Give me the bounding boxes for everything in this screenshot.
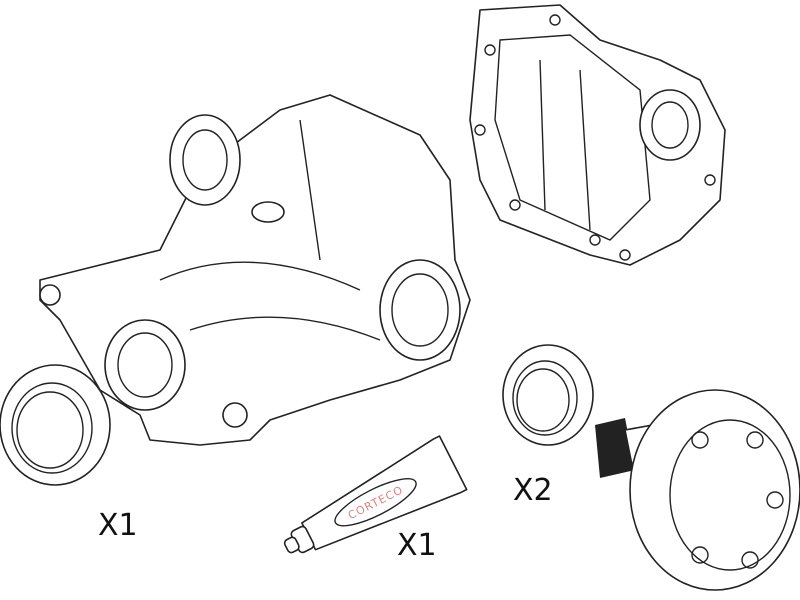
drive-flange [595, 389, 800, 591]
sealant-quantity-label: X1 [397, 528, 437, 563]
differential-cover [469, 4, 726, 266]
sealant-tube: CORTECO [283, 435, 468, 554]
seal-ring-small [502, 344, 594, 446]
seal-ring-large [0, 364, 111, 486]
differential-housing [39, 94, 471, 446]
seal-quantity-label: X2 [513, 473, 553, 508]
differential-quantity-label: X1 [98, 508, 138, 543]
